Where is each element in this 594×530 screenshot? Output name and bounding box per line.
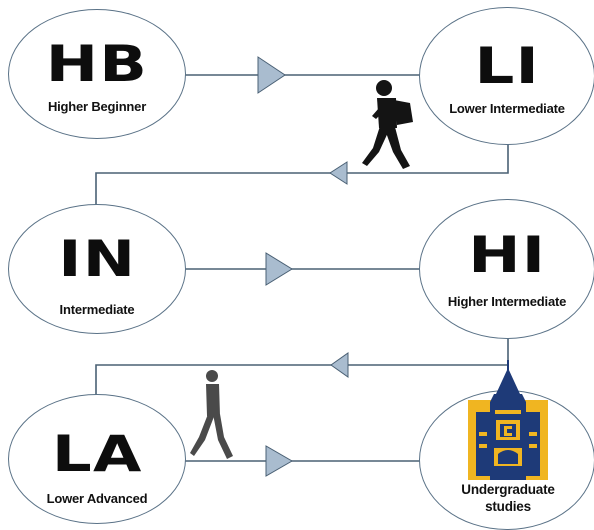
level-label: Intermediate [59,301,135,317]
level-abbr: HI [467,225,547,284]
connector-hi-la [95,338,509,395]
level-abbr: LI [474,36,540,95]
arrow-right-2 [265,252,293,286]
goal-label-line2: studies [485,498,531,514]
level-label: Lower Intermediate [449,100,565,116]
arrow-left-2 [330,352,349,378]
level-label: Lower Advanced [46,490,148,506]
level-node-hi: HI Higher Intermediate [419,199,594,339]
level-node-hb: HB Higher Beginner [8,9,186,139]
arrow-right-1 [257,56,286,94]
goal-label: Undergraduate studies [420,482,594,516]
walking-person-icon [190,370,233,459]
level-abbr: LA [51,424,143,483]
level-label: Higher Intermediate [447,293,567,309]
arrow-right-3 [265,445,294,477]
arrow-left-1 [329,161,348,185]
connector-li-in [95,144,509,205]
level-label: Higher Beginner [47,98,147,114]
level-abbr: HB [45,34,149,93]
university-tower-icon [468,360,548,480]
level-abbr: IN [57,229,137,288]
walking-student-icon [362,80,413,169]
level-node-in: IN Intermediate [8,204,186,334]
goal-label-line1: Undergraduate [461,482,555,497]
level-node-la: LA Lower Advanced [8,394,186,524]
level-node-li: LI Lower Intermediate [419,7,594,145]
